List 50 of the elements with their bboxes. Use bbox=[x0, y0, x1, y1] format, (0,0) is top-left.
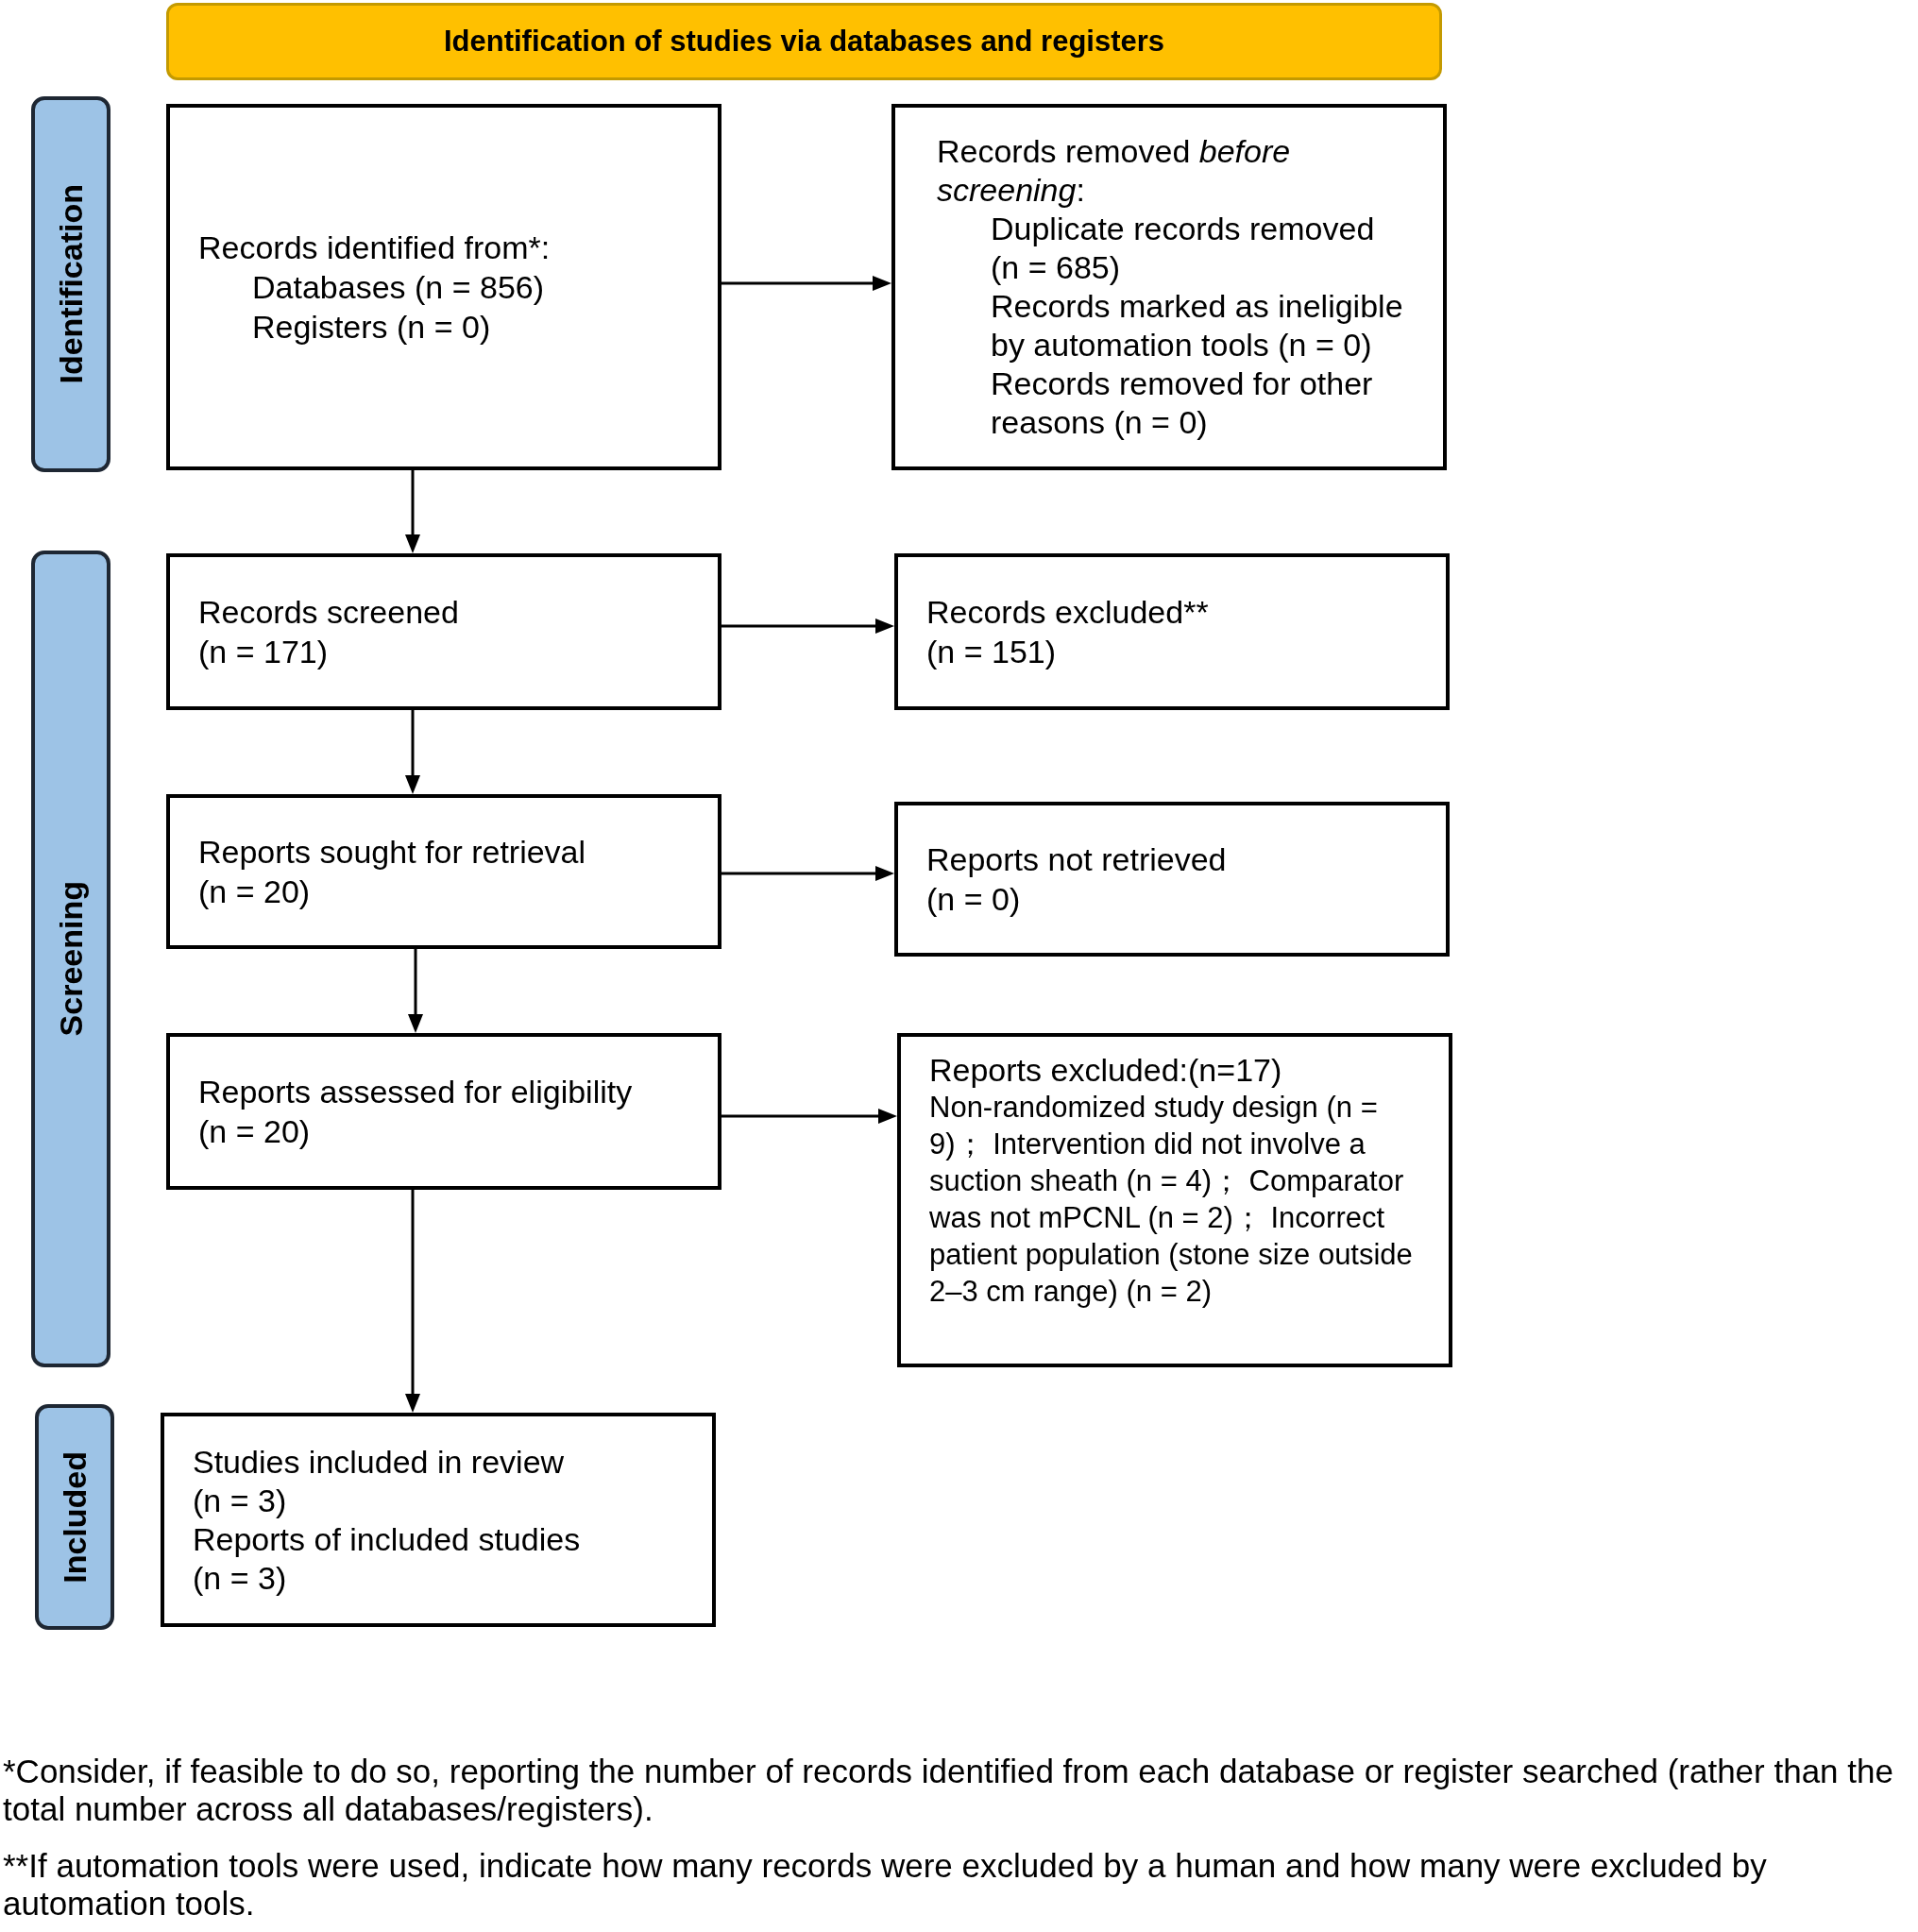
box-text: Records excluded** bbox=[926, 593, 1210, 632]
phase-label: Included bbox=[58, 1450, 92, 1584]
footnote: **If automation tools were used, indicate how many records were excluded by a human and how many were excluded by automation tools. bbox=[3, 1847, 1768, 1923]
box-text: Non-randomized study design (n = 9)； Intervention did not involve a suction sheath (n = 4)； Comparator was not mPCNL (n = 2)； Incorrect patient population (stone size outside 2–3 cm range) (n = 2) bbox=[929, 1090, 1414, 1310]
arrow bbox=[721, 619, 894, 634]
box-text: Records marked as ineligible by automation tools (n = 0) bbox=[991, 287, 1404, 364]
banner-title: Identification of studies via databases and registers bbox=[443, 25, 1165, 59]
phase-band bbox=[31, 551, 110, 1367]
arrow bbox=[405, 1190, 420, 1413]
box-text: Reports assessed for eligibility bbox=[198, 1073, 634, 1111]
box-text: (n = 20) bbox=[198, 873, 312, 911]
process-box bbox=[166, 1033, 721, 1190]
box-text: Reports excluded:(n=17) bbox=[929, 1052, 1283, 1089]
box-text: Records screened bbox=[198, 593, 460, 632]
title-banner bbox=[166, 3, 1442, 80]
box-text: (n = 171) bbox=[198, 633, 330, 671]
phase-band bbox=[31, 96, 110, 472]
box-text: (n = 20) bbox=[198, 1112, 312, 1151]
process-box bbox=[894, 802, 1450, 957]
process-box bbox=[166, 553, 721, 710]
process-box bbox=[894, 553, 1450, 710]
box-text: Databases (n = 856) bbox=[252, 268, 546, 307]
arrow bbox=[408, 949, 423, 1033]
arrow bbox=[405, 470, 420, 553]
box-text: Duplicate records removed (n = 685) bbox=[991, 210, 1376, 287]
box-text: Records removed for other reasons (n = 0) bbox=[991, 364, 1374, 442]
box-text: Reports not retrieved bbox=[926, 840, 1228, 879]
box-text: (n = 151) bbox=[926, 633, 1058, 671]
arrow bbox=[405, 710, 420, 794]
arrow bbox=[721, 866, 894, 881]
phase-label: Screening bbox=[54, 881, 88, 1037]
box-text: Records identified from*: bbox=[198, 229, 552, 267]
process-box bbox=[161, 1413, 716, 1627]
box-text: Reports sought for retrieval bbox=[198, 833, 587, 872]
box-text: Studies included in review bbox=[193, 1442, 566, 1482]
process-box bbox=[166, 794, 721, 949]
phase-band bbox=[35, 1404, 114, 1630]
box-text: (n = 3) bbox=[193, 1558, 288, 1598]
process-box bbox=[166, 104, 721, 470]
arrow bbox=[721, 276, 891, 291]
box-text: (n = 3) bbox=[193, 1481, 288, 1520]
phase-label: Identification bbox=[54, 184, 88, 384]
box-text: Records removed before screening: bbox=[937, 132, 1292, 210]
box-text: (n = 0) bbox=[926, 880, 1022, 919]
box-text: Reports of included studies bbox=[193, 1519, 582, 1559]
process-box bbox=[897, 1033, 1452, 1367]
arrow bbox=[721, 1109, 897, 1124]
box-text: Registers (n = 0) bbox=[252, 308, 492, 347]
footnote: *Consider, if feasible to do so, reporting the number of records identified from each database or register searched (rather than the total number across all databases/registers). bbox=[3, 1753, 1894, 1828]
process-box bbox=[891, 104, 1447, 470]
